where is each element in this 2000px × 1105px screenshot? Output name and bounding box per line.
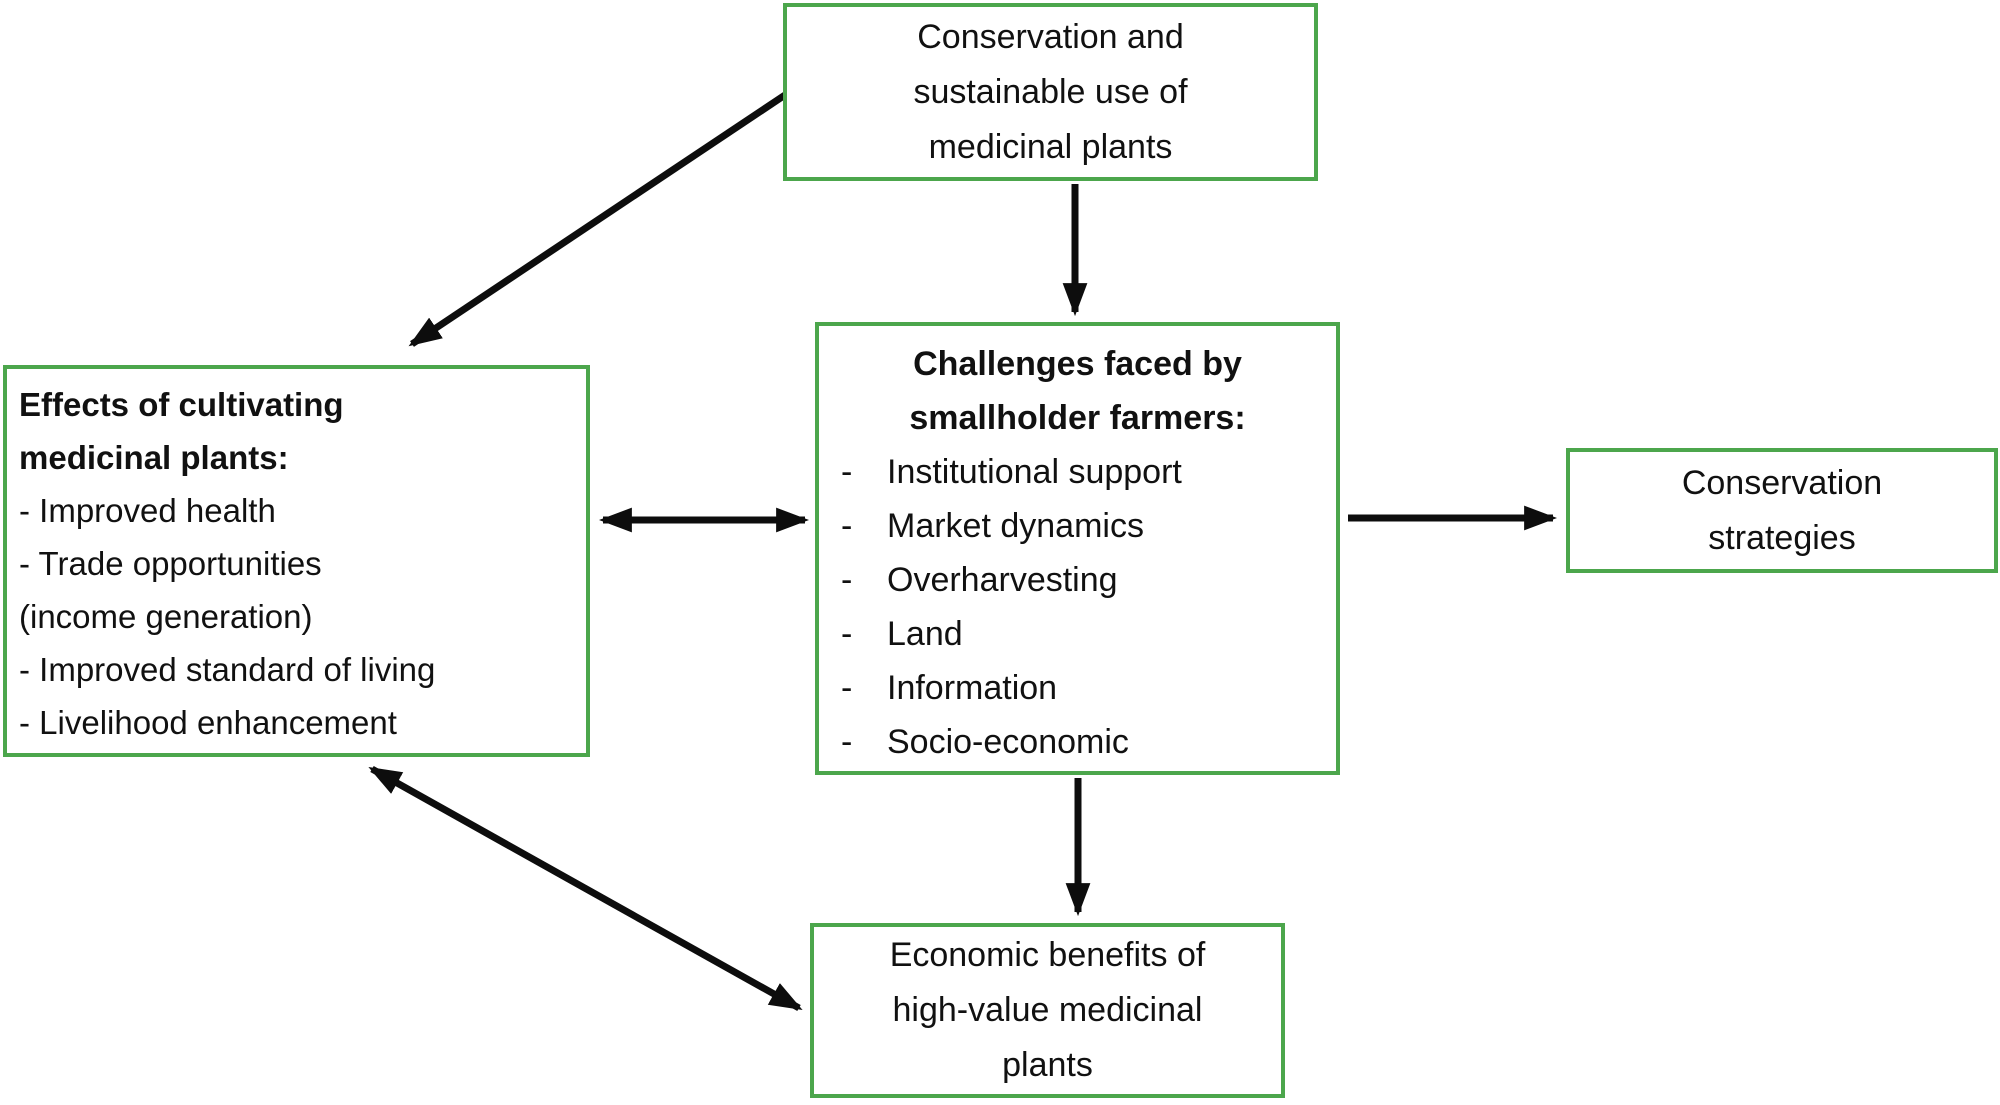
box-effects-title-line: medicinal plants: (19, 439, 289, 476)
box-conservation-use-line: Conservation and (917, 17, 1184, 56)
challenges-list-item: - Information (819, 661, 1336, 715)
effects-list-item: - Improved standard of living (19, 651, 436, 688)
bullet-dash: - (841, 453, 853, 491)
box-conservation-strategies: Conservation strategies (1566, 448, 1998, 573)
challenges-list-item: - Institutional support (819, 445, 1336, 499)
bullet-dash: - (841, 507, 853, 545)
bullet-dash: - (841, 615, 853, 653)
box-challenges-title-line: Challenges faced by (913, 345, 1242, 383)
challenges-item-text: Overharvesting (887, 561, 1118, 599)
box-strategies-line: Conservation (1681, 463, 1883, 502)
bullet-dash: - (841, 669, 853, 707)
arrow-effects-economic-bidirectional (368, 765, 803, 1012)
box-strategies-line: strategies (1708, 518, 1856, 557)
box-economic-benefits: Economic benefits of high-value medicina… (810, 923, 1285, 1098)
box-challenges-title-line: smallholder farmers: (909, 399, 1246, 437)
bullet-dash: - (841, 723, 853, 761)
effects-list-item: - Livelihood enhancement (19, 704, 397, 741)
challenges-item-text: Market dynamics (887, 507, 1144, 545)
box-effects-title-line: Effects of cultivating (19, 386, 344, 423)
challenges-item-text: Land (887, 615, 963, 653)
box-challenges: Challenges faced by smallholder farmers:… (815, 322, 1340, 775)
challenges-list-item: - Land (819, 607, 1336, 661)
bullet-dash: - (841, 561, 853, 599)
box-conservation-use-line: medicinal plants (928, 127, 1173, 166)
challenges-item-text: Institutional support (887, 453, 1182, 491)
challenges-list-item: - Market dynamics (819, 499, 1336, 553)
effects-list-item: - Trade opportunities (19, 545, 322, 582)
challenges-list-item: - Overharvesting (819, 553, 1336, 607)
box-effects-of-cultivating: Effects of cultivating medicinal plants:… (3, 365, 590, 757)
effects-list-item: (income generation) (19, 598, 313, 635)
box-economic-line: high-value medicinal (892, 991, 1203, 1029)
arrow-conservation-to-effects (408, 90, 790, 347)
challenges-item-text: Information (887, 669, 1058, 707)
box-economic-line: plants (1002, 1046, 1093, 1084)
box-conservation-use: Conservation and sustainable use of medi… (783, 3, 1318, 181)
effects-list-item: - Improved health (19, 492, 276, 529)
challenges-list-item: - Socio-economic (819, 715, 1336, 769)
box-economic-line: Economic benefits of (889, 936, 1206, 974)
box-conservation-use-line: sustainable use of (913, 72, 1188, 111)
challenges-item-text: Socio-economic (887, 723, 1129, 761)
